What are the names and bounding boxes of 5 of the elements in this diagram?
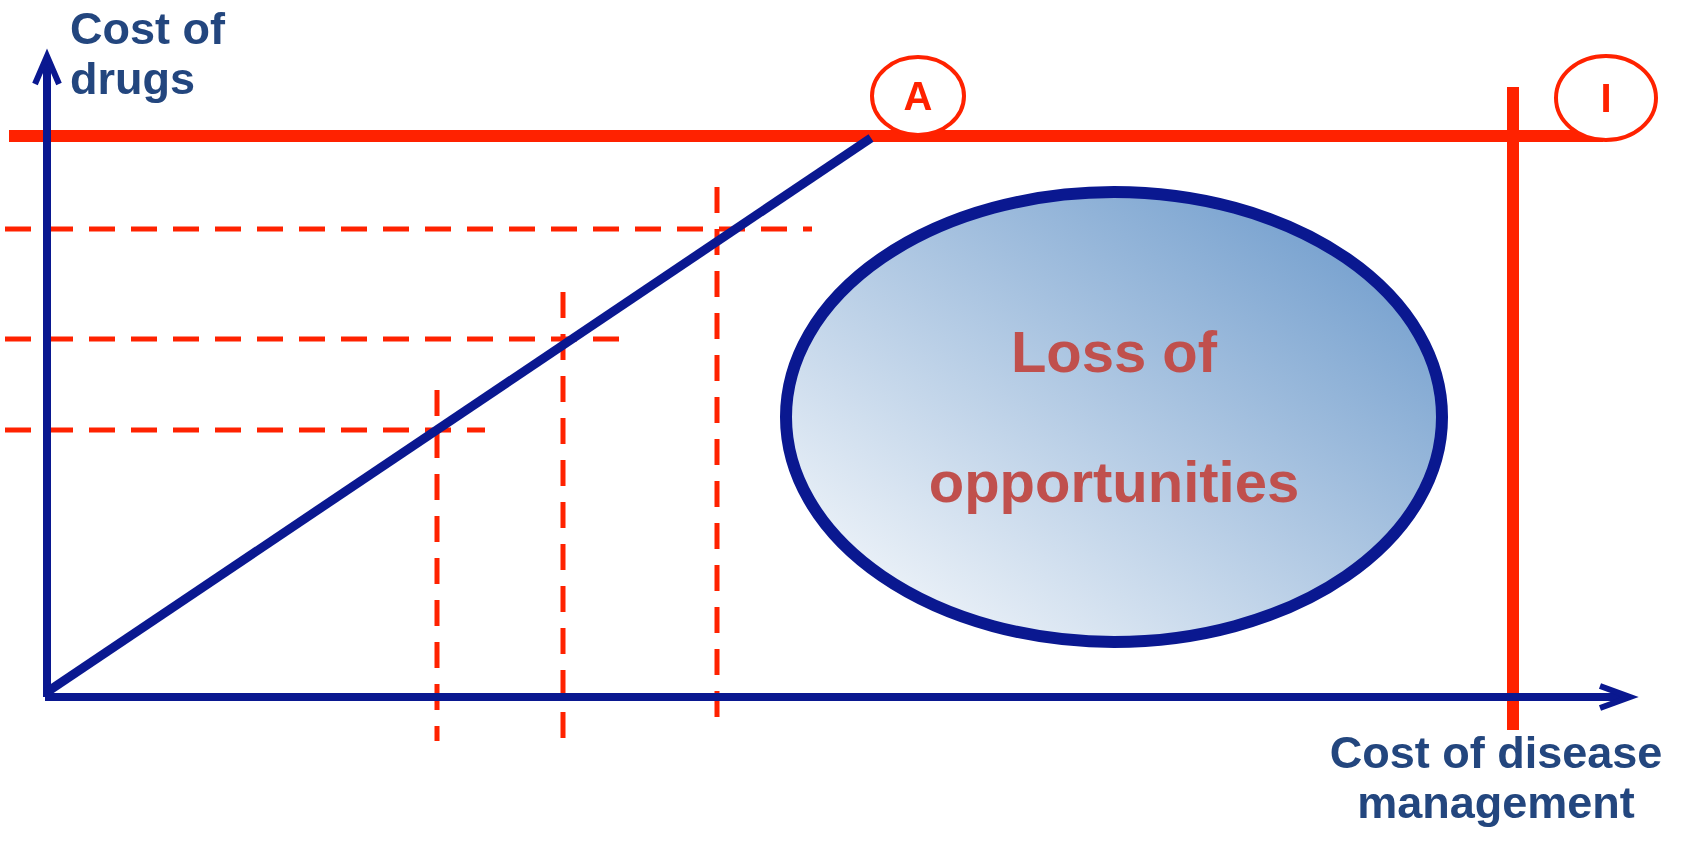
axis-label: Cost of disease management (1328, 728, 1664, 829)
region-label: Loss of opportunities (927, 317, 1301, 516)
circle-letter: A (903, 74, 933, 118)
axis-label: Cost of drugs (70, 4, 226, 105)
circle-letter: I (1600, 76, 1612, 120)
